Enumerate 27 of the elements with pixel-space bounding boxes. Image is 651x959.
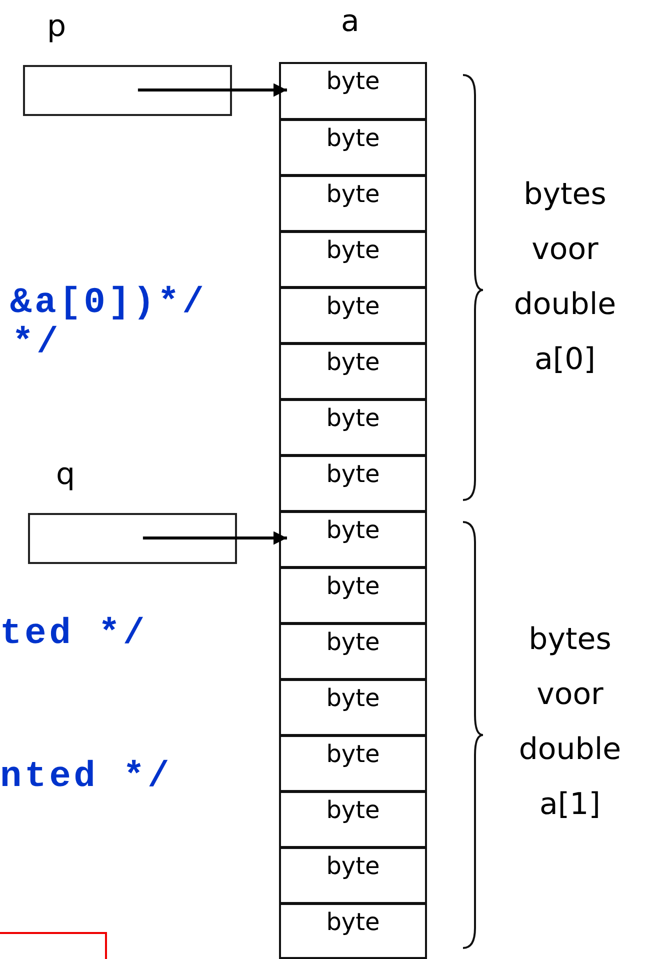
- cell-text: byte: [326, 571, 380, 601]
- code-comment: &a[0])*/: [10, 283, 207, 323]
- variable-name: q: [56, 457, 76, 493]
- cell-text: byte: [326, 515, 380, 545]
- code-comment: ted */: [0, 614, 148, 654]
- variable-name: a: [341, 4, 360, 40]
- cell-text: byte: [326, 739, 380, 769]
- cell-text: byte: [326, 235, 380, 265]
- cell-text: byte: [326, 179, 380, 209]
- variable-name: p: [47, 9, 66, 45]
- cell-text: byte: [326, 403, 380, 433]
- cell-text: byte: [326, 123, 380, 153]
- cell-text: byte: [326, 627, 380, 657]
- cell-text: byte: [326, 347, 380, 377]
- cell-text: byte: [326, 66, 380, 96]
- brace-label: bytes voor double a[0]: [512, 176, 618, 379]
- cell-text: byte: [326, 683, 380, 713]
- cell-text: byte: [326, 795, 380, 825]
- cell-text: byte: [326, 291, 380, 321]
- pointer-arrow: [138, 83, 287, 97]
- brace-label: bytes voor double a[1]: [518, 621, 622, 824]
- pointer-arrow: [142, 531, 287, 545]
- cell-text: byte: [326, 907, 380, 937]
- code-comment: nted */: [0, 757, 172, 797]
- cell-text: byte: [326, 459, 380, 489]
- cell-text: byte: [326, 851, 380, 881]
- code-comment: */: [12, 323, 62, 363]
